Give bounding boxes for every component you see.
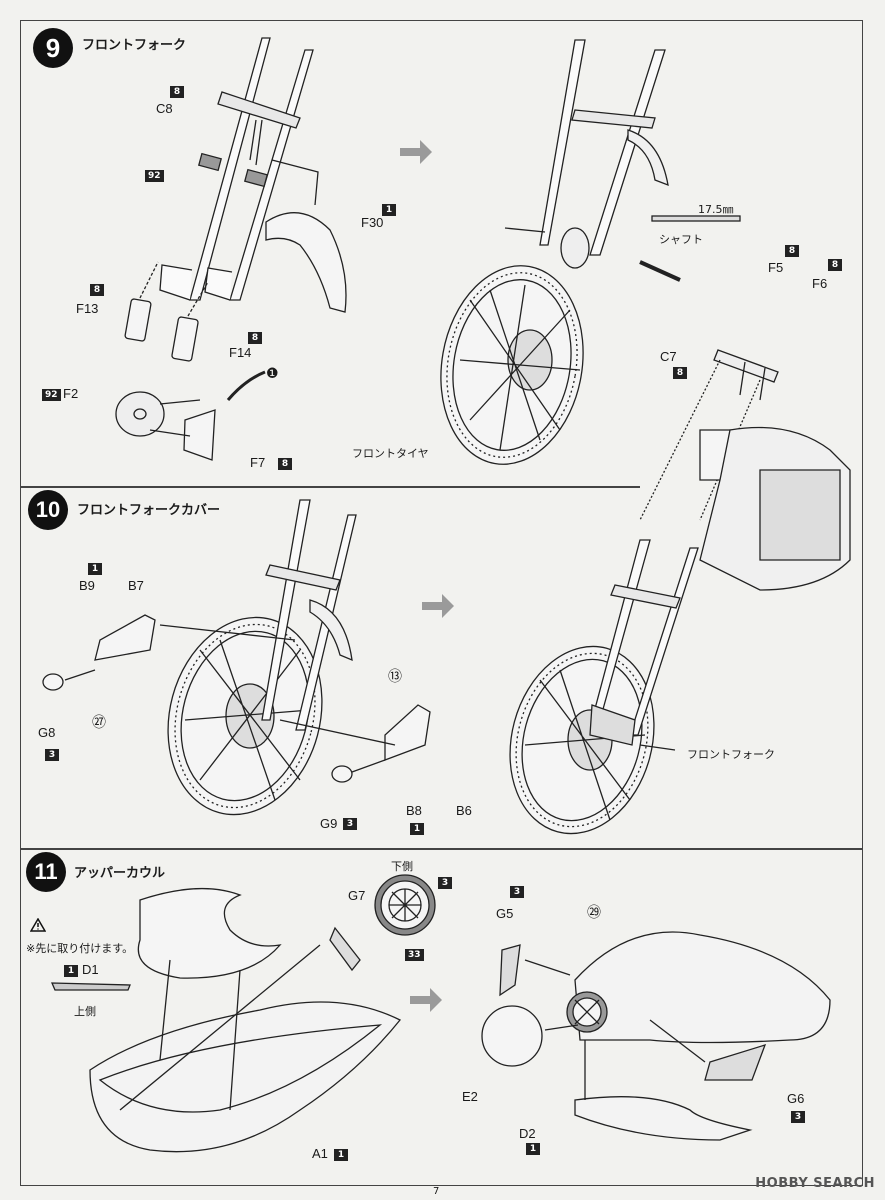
label-f14: F14 bbox=[229, 345, 252, 360]
step-10-badge: 10 bbox=[28, 490, 68, 530]
step-9-badge: 9 bbox=[33, 28, 73, 68]
page-frame bbox=[20, 20, 863, 1186]
part-b8 bbox=[384, 704, 431, 761]
arrow-step11 bbox=[410, 988, 442, 1012]
divider-step9 bbox=[20, 486, 640, 488]
code-c7: 8 bbox=[673, 367, 687, 379]
code-wheel-bottom: 33 bbox=[405, 949, 424, 961]
label-e2: E2 bbox=[462, 1089, 478, 1104]
label-f7: F7 bbox=[250, 455, 266, 470]
part-g6 bbox=[704, 1043, 767, 1081]
code-f2: 92 bbox=[42, 389, 61, 401]
front-wheel-step10 bbox=[167, 616, 323, 816]
label-f2: F2 bbox=[63, 386, 79, 401]
part-c7 bbox=[713, 349, 779, 383]
circle-29: ㉙ bbox=[587, 905, 601, 921]
code-g8: 3 bbox=[45, 749, 59, 761]
code-f7: 8 bbox=[278, 458, 292, 470]
part-g5 bbox=[499, 944, 521, 997]
note-marker: ❶ bbox=[266, 366, 279, 382]
part-b9 bbox=[94, 614, 156, 661]
code-wheel-top: 3 bbox=[438, 877, 452, 889]
label-b6: B6 bbox=[456, 803, 472, 818]
label-b7: B7 bbox=[128, 578, 144, 593]
front-wheel-step10-result bbox=[509, 645, 655, 835]
code-d1: 1 bbox=[64, 965, 78, 977]
code-d2: 1 bbox=[526, 1143, 540, 1155]
label-d2: D2 bbox=[519, 1126, 536, 1141]
divider-step10 bbox=[20, 848, 863, 850]
part-f2 bbox=[115, 391, 165, 437]
part-g9 bbox=[331, 765, 353, 783]
part-f13 bbox=[124, 298, 152, 342]
part-d2 bbox=[574, 1096, 753, 1141]
code-c8: 8 bbox=[170, 86, 184, 98]
label-d1: D1 bbox=[82, 962, 99, 977]
code-a1: 1 bbox=[334, 1149, 348, 1161]
circle-27: ㉗ bbox=[92, 715, 106, 731]
label-underside: 下側 bbox=[391, 860, 413, 873]
code-g9: 3 bbox=[343, 818, 357, 830]
code-92: 92 bbox=[145, 170, 164, 182]
step-11-badge: 11 bbox=[26, 852, 66, 892]
label-f13: F13 bbox=[76, 301, 99, 316]
code-g6: 3 bbox=[791, 1111, 805, 1123]
circle-13: ⑬ bbox=[388, 669, 402, 685]
label-f30: F30 bbox=[361, 215, 384, 230]
part-a1 bbox=[89, 1001, 402, 1153]
label-c7: C7 bbox=[660, 349, 677, 364]
part-g8 bbox=[42, 673, 64, 691]
part-g7 bbox=[329, 926, 361, 972]
label-shaft: シャフト bbox=[659, 233, 703, 246]
page-number: 7 bbox=[433, 1186, 440, 1197]
label-c8: C8 bbox=[156, 101, 173, 116]
dimension-17-5mm: 17.5㎜ bbox=[698, 203, 734, 216]
arrow-step9 bbox=[400, 140, 432, 164]
label-b9: B9 bbox=[79, 578, 95, 593]
code-g5: 3 bbox=[510, 886, 524, 898]
code-b8: 1 bbox=[410, 823, 424, 835]
cowl-assembled bbox=[574, 931, 831, 1044]
code-f13: 8 bbox=[90, 284, 104, 296]
label-b8: B8 bbox=[406, 803, 422, 818]
label-f5: F5 bbox=[768, 260, 784, 275]
watermark: HOBBY SEARCH bbox=[755, 1176, 875, 1191]
label-front-fork: フロントフォーク bbox=[687, 748, 775, 761]
step-9-title: フロントフォーク bbox=[82, 38, 187, 53]
label-a1: A1 bbox=[312, 1146, 328, 1161]
step-10-title: フロントフォークカバー bbox=[77, 503, 221, 518]
part-f14 bbox=[171, 316, 199, 362]
label-front-tire: フロントタイヤ bbox=[352, 447, 429, 460]
part-f7 bbox=[183, 409, 216, 461]
label-g6: G6 bbox=[787, 1091, 805, 1106]
label-g9: G9 bbox=[320, 816, 338, 831]
label-g8: G8 bbox=[38, 725, 56, 740]
arrow-step10 bbox=[422, 594, 454, 618]
warning-text: ※先に取り付けます。 bbox=[26, 942, 134, 955]
code-b9: 1 bbox=[88, 563, 102, 575]
front-wheel-step9 bbox=[440, 265, 584, 465]
label-f6: F6 bbox=[812, 276, 828, 291]
step-11-title: アッパーカウル bbox=[74, 866, 166, 881]
label-g5: G5 bbox=[496, 906, 514, 921]
code-f6: 8 bbox=[828, 259, 842, 271]
label-top-side: 上側 bbox=[74, 1005, 96, 1018]
front-fender-f30 bbox=[265, 212, 347, 313]
code-f14: 8 bbox=[248, 332, 262, 344]
part-e2 bbox=[481, 1005, 543, 1067]
part-d1 bbox=[137, 887, 282, 979]
fork-tubes-step9 bbox=[159, 37, 319, 301]
code-f30: 1 bbox=[382, 204, 396, 216]
code-f5: 8 bbox=[785, 245, 799, 257]
warning-icon bbox=[30, 918, 46, 932]
label-g7: G7 bbox=[348, 888, 366, 903]
